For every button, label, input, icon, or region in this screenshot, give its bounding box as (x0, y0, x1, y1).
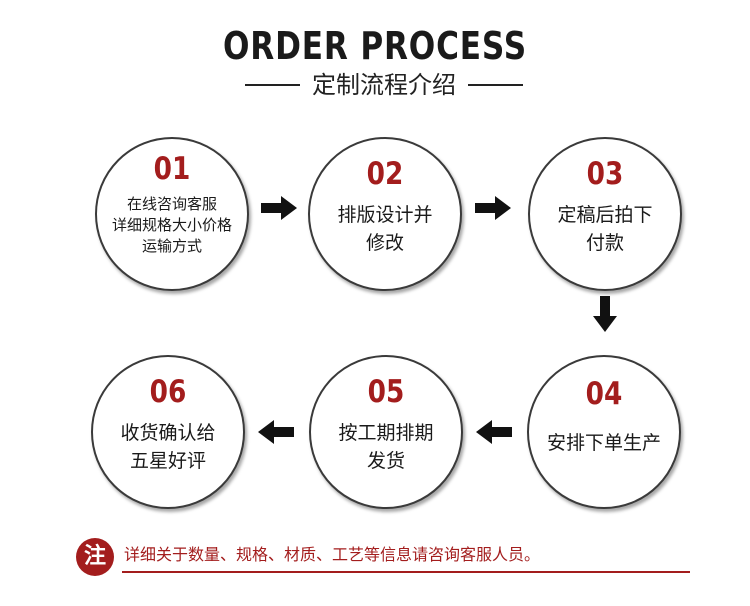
note-underline (122, 571, 690, 573)
arrow-right-icon (261, 196, 297, 220)
step-number: 06 (149, 374, 187, 410)
step-number: 02 (366, 156, 404, 192)
step-description: 在线咨询客服 详细规格大小价格 运输方式 (97, 194, 247, 257)
step-03-circle: 03 定稿后拍下 付款 (528, 137, 682, 291)
step-number: 01 (153, 151, 191, 187)
step-06-circle: 06 收货确认给 五星好评 (91, 355, 245, 509)
subtitle-right-rule (468, 84, 523, 86)
step-01-circle: 01 在线咨询客服 详细规格大小价格 运输方式 (95, 137, 249, 291)
step-text-line: 定稿后拍下 (557, 204, 653, 226)
step-description: 定稿后拍下 付款 (530, 201, 680, 257)
subtitle-row: 定制流程介绍 (0, 70, 750, 100)
step-text-line: 五星好评 (129, 450, 206, 472)
arrow-left-icon (258, 420, 294, 444)
page-subtitle: 定制流程介绍 (312, 71, 456, 99)
step-description: 安排下单生产 (529, 429, 679, 457)
arrow-down-icon (593, 296, 617, 332)
step-text-line: 详细规格大小价格 (111, 216, 232, 234)
step-number: 05 (367, 374, 405, 410)
step-text-line: 付款 (585, 232, 624, 254)
step-02-circle: 02 排版设计并 修改 (308, 137, 462, 291)
step-04-circle: 04 安排下单生产 (527, 355, 681, 509)
arrow-right-icon (475, 196, 511, 220)
step-description: 排版设计并 修改 (310, 201, 460, 257)
step-text-line: 在线咨询客服 (126, 195, 217, 213)
note-badge: 注 (76, 538, 114, 576)
note-text: 详细关于数量、规格、材质、工艺等信息请咨询客服人员。 (124, 545, 541, 564)
step-text-line: 排版设计并 (337, 204, 433, 226)
page-title: ORDER PROCESS (222, 24, 528, 68)
step-text-line: 收货确认给 (120, 422, 216, 444)
step-text-line: 按工期排期 (338, 422, 434, 444)
step-text-line: 修改 (365, 232, 404, 254)
arrow-left-icon (476, 420, 512, 444)
step-number: 03 (586, 156, 624, 192)
step-number: 04 (585, 376, 623, 412)
step-description: 按工期排期 发货 (311, 419, 461, 475)
step-description: 收货确认给 五星好评 (93, 419, 243, 475)
subtitle-left-rule (245, 84, 300, 86)
step-text-line: 安排下单生产 (546, 432, 661, 454)
step-text-line: 发货 (366, 450, 405, 472)
step-text-line: 运输方式 (141, 237, 202, 255)
step-05-circle: 05 按工期排期 发货 (309, 355, 463, 509)
